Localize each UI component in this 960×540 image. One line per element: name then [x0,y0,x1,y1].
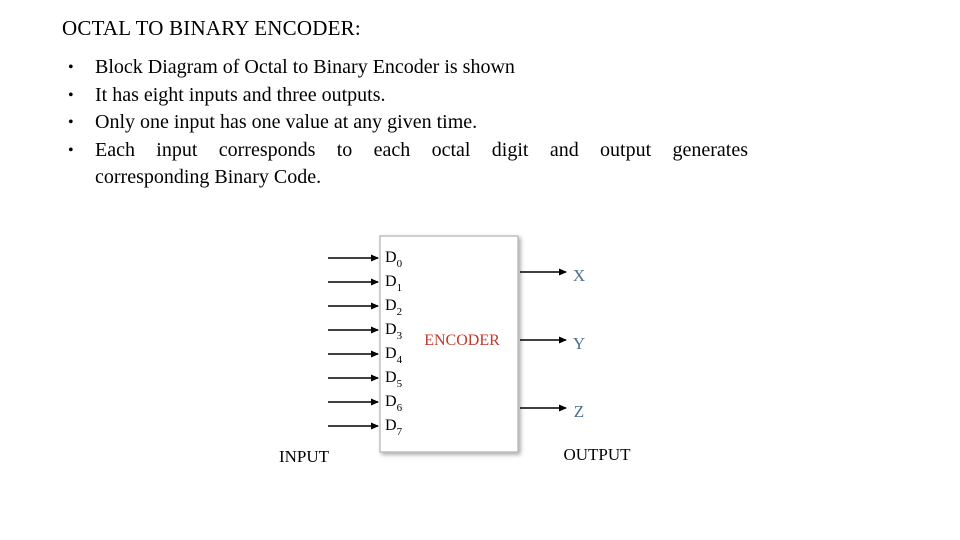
input-label: D2 [385,297,402,318]
output-arrows [520,268,567,412]
bullet-item: • Each input corresponds to each octal d… [68,137,748,192]
input-label: D7 [385,417,403,438]
encoder-block [379,235,519,453]
bullet-text: Only one input has one value at any give… [95,111,478,133]
bullet-list: • Block Diagram of Octal to Binary Encod… [68,54,748,192]
bullet-text: Block Diagram of Octal to Binary Encoder… [95,56,515,78]
bullet-item: • It has eight inputs and three outputs. [68,82,748,110]
bullet-dot-icon: • [68,86,74,104]
output-label-z: Z [574,402,584,421]
output-label-x: X [573,266,585,285]
output-labels: X Y Z [573,266,585,421]
bullet-item: • Block Diagram of Octal to Binary Encod… [68,54,748,82]
slide-title: OCTAL TO BINARY ENCODER: [62,16,361,40]
input-label: D0 [385,249,403,270]
input-label: D6 [385,393,403,414]
input-label: D4 [385,345,403,366]
output-label-y: Y [573,334,585,353]
input-label: D1 [385,273,402,294]
bullet-text-line-2: corresponding Binary Code. [95,166,322,188]
bullet-text: It has eight inputs and three outputs. [95,83,386,106]
bullet-dot-icon: • [68,114,74,131]
bullet-dot-icon: • [68,141,74,159]
input-arrows [328,254,379,430]
input-label: D5 [385,369,403,390]
output-caption: OUTPUT [563,445,631,464]
bullet-item: • Only one input has one value at any gi… [68,109,748,137]
bullet-text-line-1: Each input corresponds to each octal dig… [95,138,748,161]
bullet-dot-icon: • [68,59,74,76]
input-caption: INPUT [279,447,330,466]
input-label: D3 [385,321,403,342]
encoder-label: ENCODER [424,332,500,349]
